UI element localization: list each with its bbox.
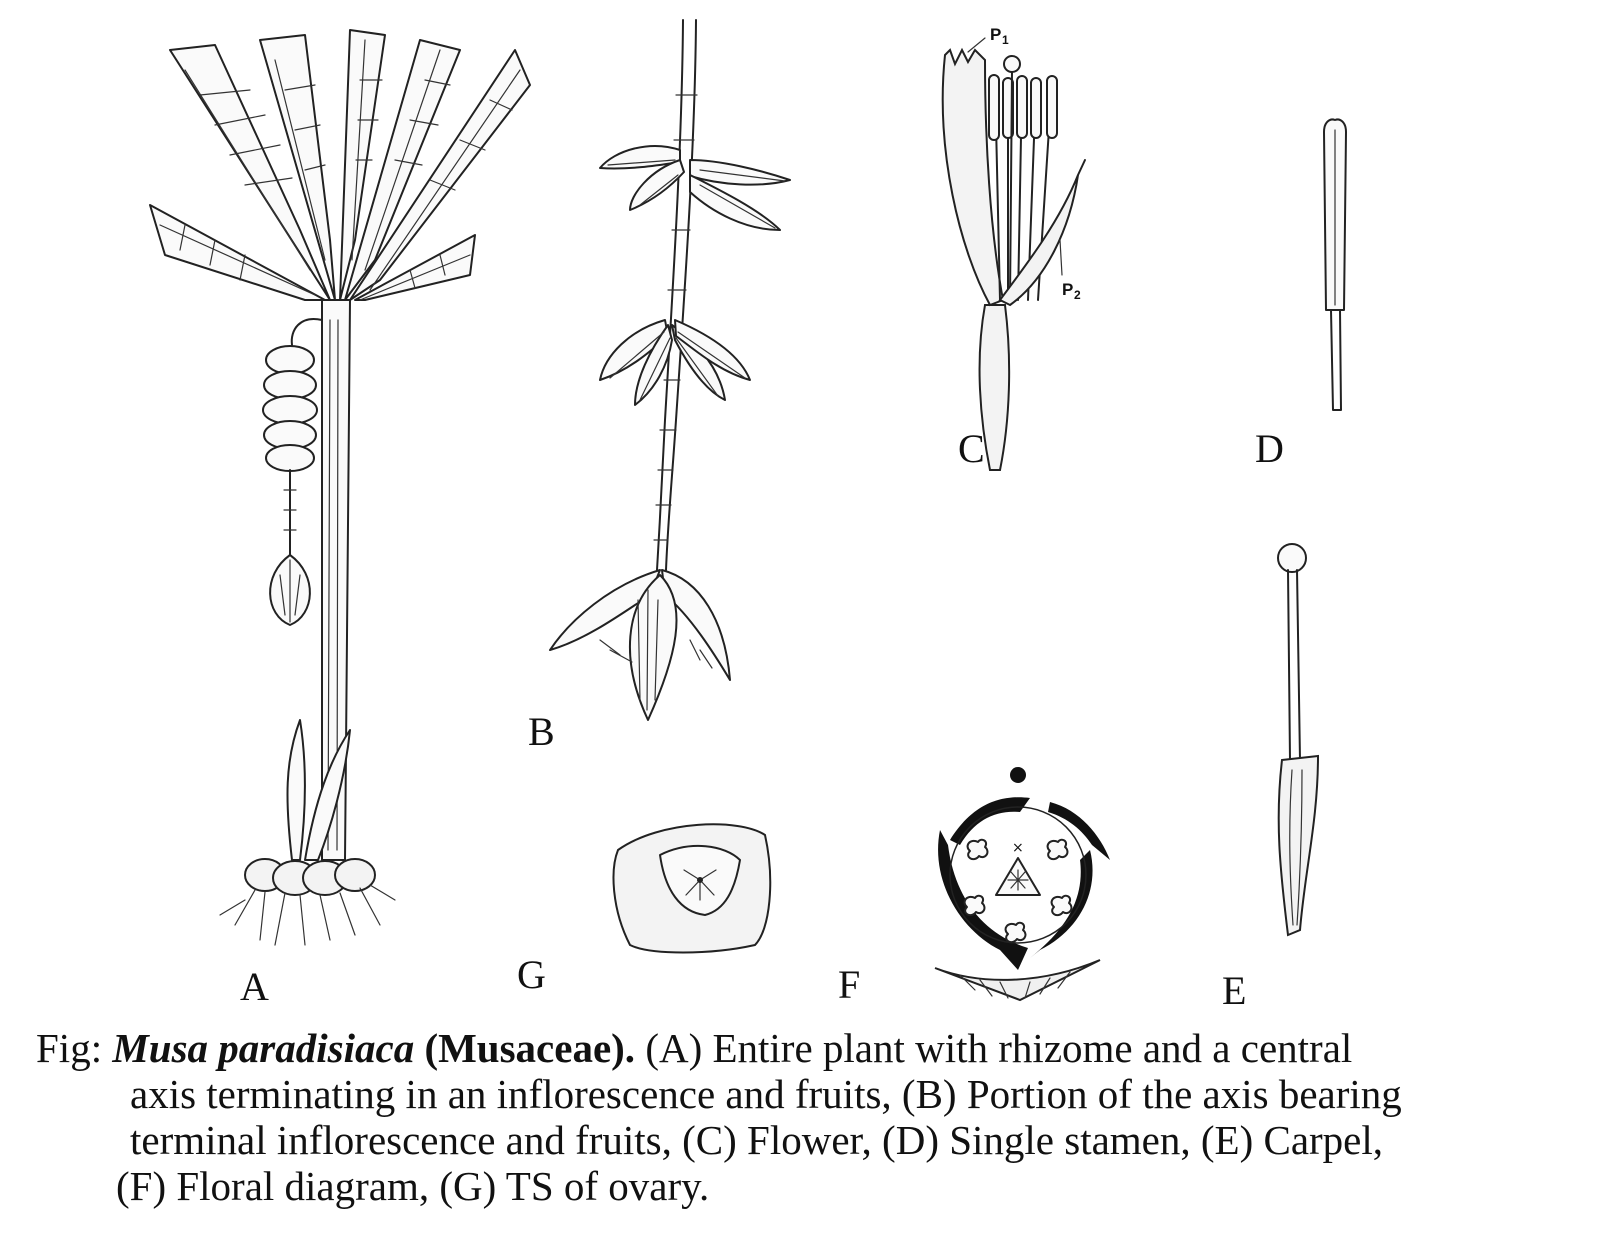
panel-label-b: B: [528, 709, 555, 754]
label-p2-main: P: [1062, 280, 1073, 299]
panel-b-inflorescence-axis: [549, 19, 791, 721]
panel-a-entire-plant: [149, 29, 531, 946]
panel-d-single-stamen: [1323, 118, 1347, 411]
panel-label-d: D: [1255, 426, 1284, 471]
label-p1-main: P: [990, 25, 1001, 44]
axis-dot: [1010, 767, 1026, 783]
label-p2-sub: 2: [1074, 288, 1081, 302]
panel-label-c: C: [958, 426, 985, 471]
caption-prefix: Fig:: [36, 1025, 113, 1071]
caption-line2: axis terminating in an inflorescence and…: [130, 1071, 1402, 1117]
panel-g-ts-ovary: [612, 823, 772, 954]
caption-family: (Musaceae).: [414, 1025, 636, 1071]
panel-label-e: E: [1222, 968, 1246, 1013]
label-p1-sub: 1: [1002, 33, 1009, 47]
panel-e-carpel: [1277, 543, 1320, 937]
caption-line1: (A) Entire plant with rhizome and a cent…: [635, 1025, 1353, 1071]
panel-label-f: F: [838, 962, 860, 1007]
figure-caption: Fig: Musa paradisiaca (Musaceae). (A) En…: [36, 1025, 1576, 1209]
botanical-figure: P 1 P 2 ×: [149, 19, 1347, 1013]
panel-f-floral-diagram: ×: [934, 767, 1110, 1002]
caption-line3: terminal inflorescence and fruits, (C) F…: [130, 1117, 1384, 1163]
caption-species: Musa paradisiaca: [112, 1025, 415, 1071]
panel-label-g: G: [517, 952, 546, 997]
panel-c-flower: P 1 P 2: [941, 25, 1086, 471]
caption-line4: (F) Floral diagram, (G) TS of ovary.: [116, 1163, 710, 1209]
abortive-stamen-mark: ×: [1012, 840, 1024, 856]
panel-label-a: A: [240, 964, 269, 1009]
